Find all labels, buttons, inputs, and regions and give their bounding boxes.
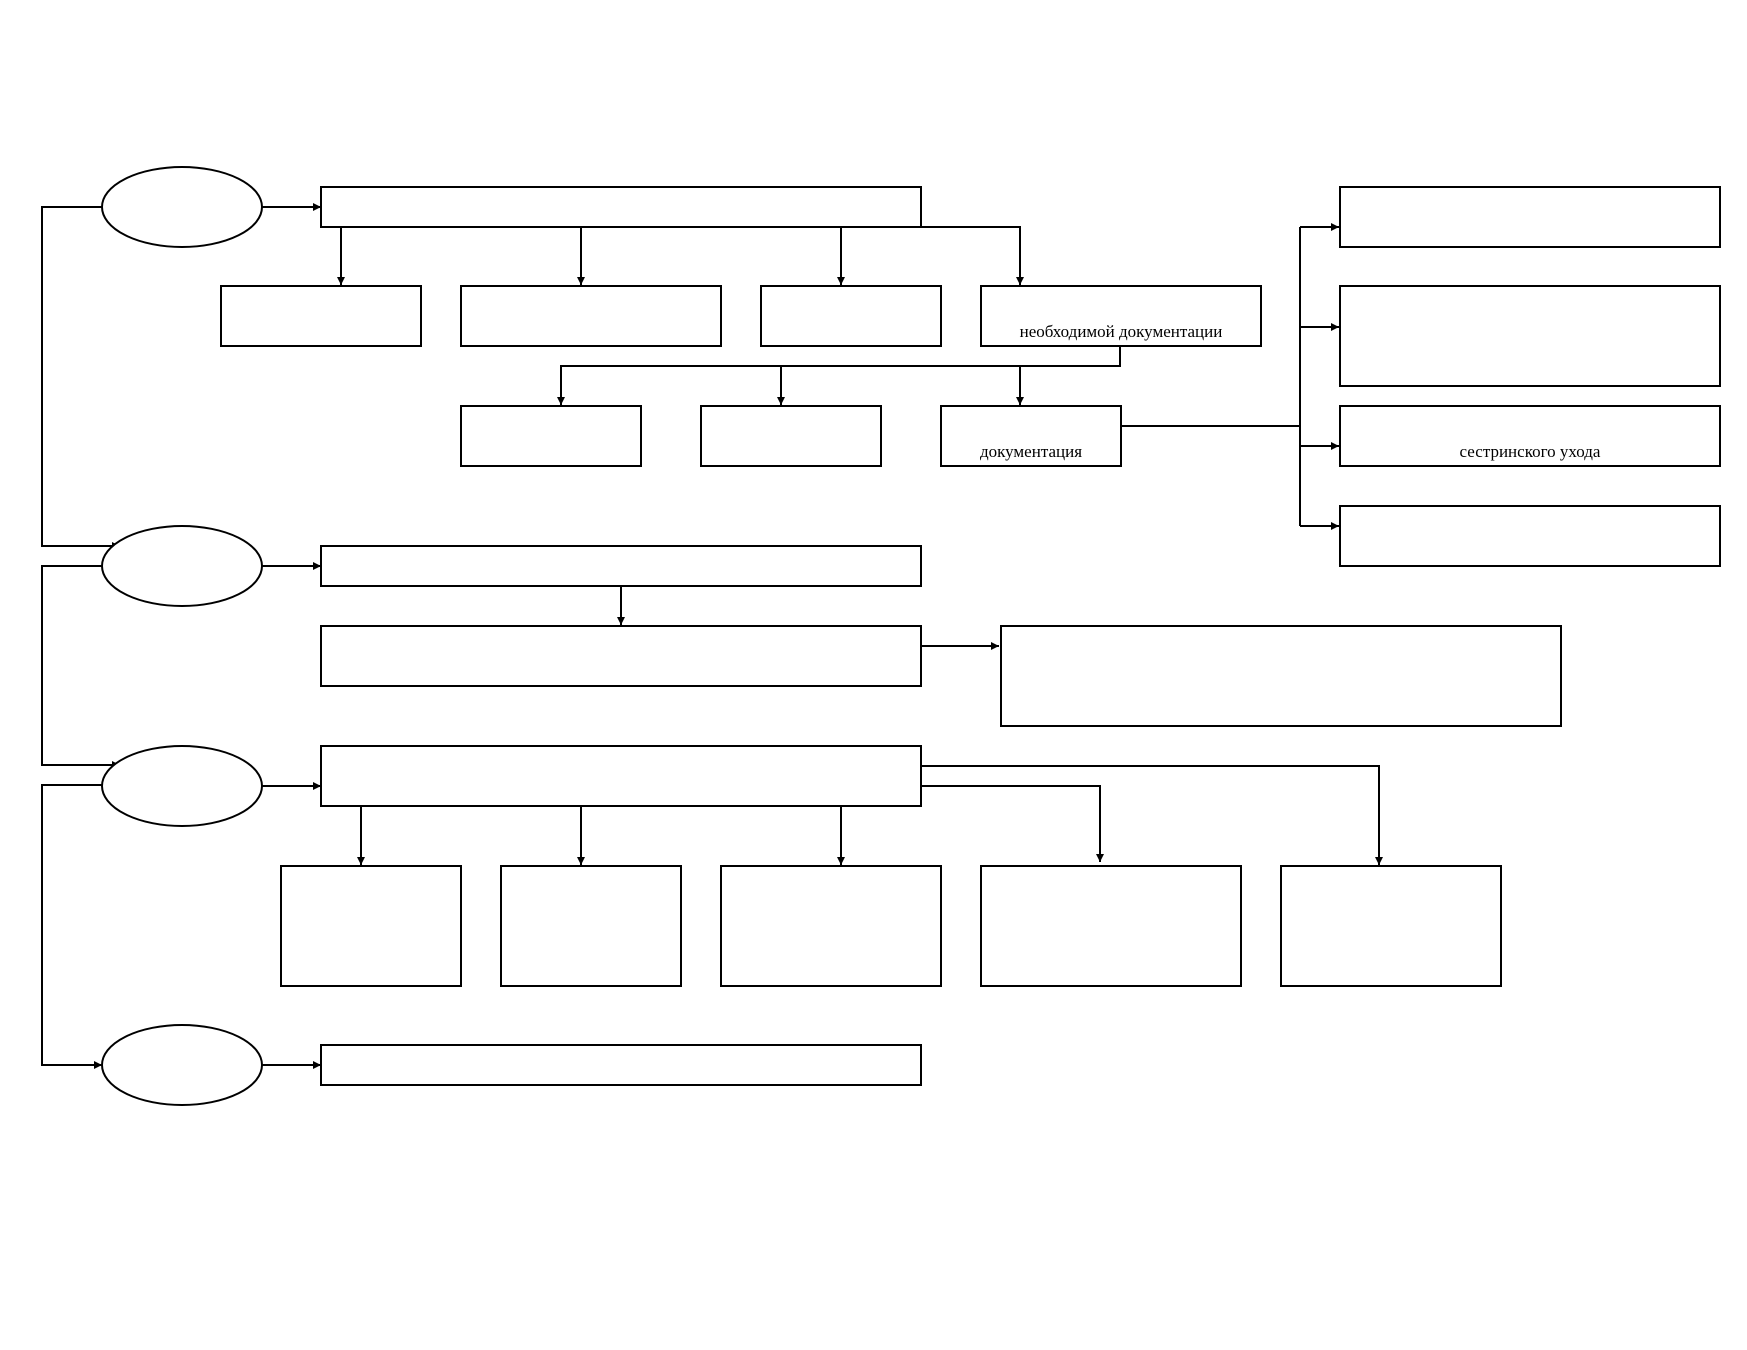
right-box-2 xyxy=(1339,285,1721,387)
stage-ovals xyxy=(101,166,263,1106)
stage-bar-3 xyxy=(320,745,922,807)
labels: необходимой документации документация се… xyxy=(980,322,1601,461)
row2-box-2 xyxy=(700,405,882,467)
row2-box-documentation xyxy=(940,405,1122,467)
stage-bar-2 xyxy=(320,545,922,587)
stage-oval-4 xyxy=(101,1024,263,1106)
row1-box-docs xyxy=(980,285,1262,347)
row3-box-4 xyxy=(980,865,1242,987)
row2-box-1 xyxy=(460,405,642,467)
stage2-wide-box xyxy=(1000,625,1562,727)
label-documentation: документация xyxy=(980,442,1082,461)
stage-bar-4 xyxy=(320,1044,922,1086)
to-r3b5 xyxy=(921,765,1383,865)
stage-oval-1 xyxy=(101,166,263,248)
right-box-4 xyxy=(1339,505,1721,567)
stage2-box xyxy=(320,625,922,687)
right-box-nursing xyxy=(1339,405,1721,467)
docs-branch xyxy=(557,346,1121,405)
row3-box-3 xyxy=(720,865,942,987)
row3-box-5 xyxy=(1280,865,1502,987)
row1-box-2 xyxy=(460,285,722,347)
stage-oval-2 xyxy=(101,525,263,607)
row3-box-2 xyxy=(500,865,682,987)
label-nursing-care: сестринского ухода xyxy=(1460,442,1601,461)
stage-bar-1 xyxy=(320,186,922,228)
right-box-1 xyxy=(1339,186,1721,248)
spine-1-2 xyxy=(41,206,120,550)
stage-oval-3 xyxy=(101,745,263,827)
spine-3-4 xyxy=(41,784,102,1069)
spine-2-3 xyxy=(41,565,120,769)
row3-box-1 xyxy=(280,865,462,987)
bar1-branch xyxy=(341,226,1021,284)
boxes xyxy=(220,186,1721,1086)
row1-box-3 xyxy=(760,285,942,347)
row1-box-1 xyxy=(220,285,422,347)
connectors xyxy=(41,203,1383,1069)
label-docs: необходимой документации xyxy=(1020,322,1223,341)
to-r3b4 xyxy=(921,785,1104,862)
